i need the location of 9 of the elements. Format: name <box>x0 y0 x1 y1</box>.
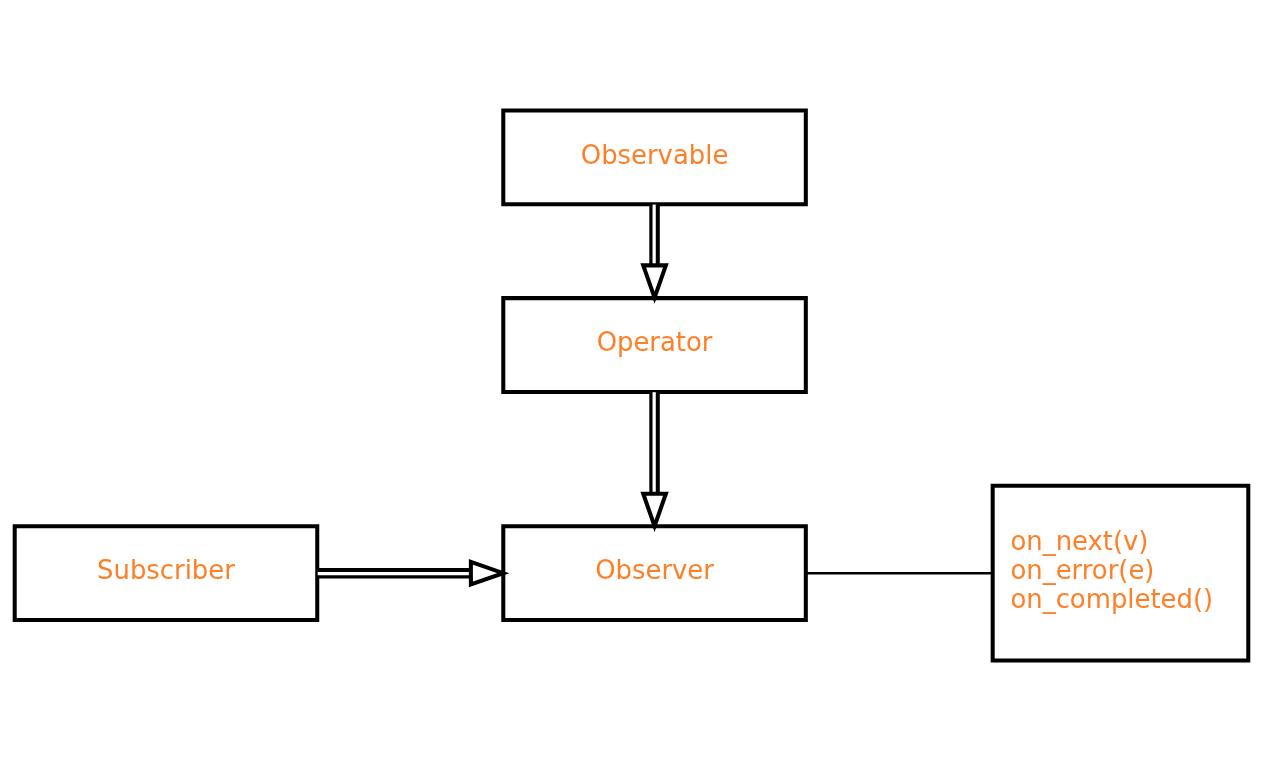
arrow <box>640 204 669 304</box>
node-box: on_next(v) on_error(e) on_completed() <box>990 483 1251 663</box>
node-box: Observable <box>501 107 808 206</box>
node-box: Operator <box>501 295 808 394</box>
node-box: Observer <box>501 523 808 622</box>
arrow <box>640 391 669 532</box>
arrow <box>317 558 510 587</box>
node-box: Subscriber <box>12 523 320 622</box>
connector <box>806 571 993 574</box>
